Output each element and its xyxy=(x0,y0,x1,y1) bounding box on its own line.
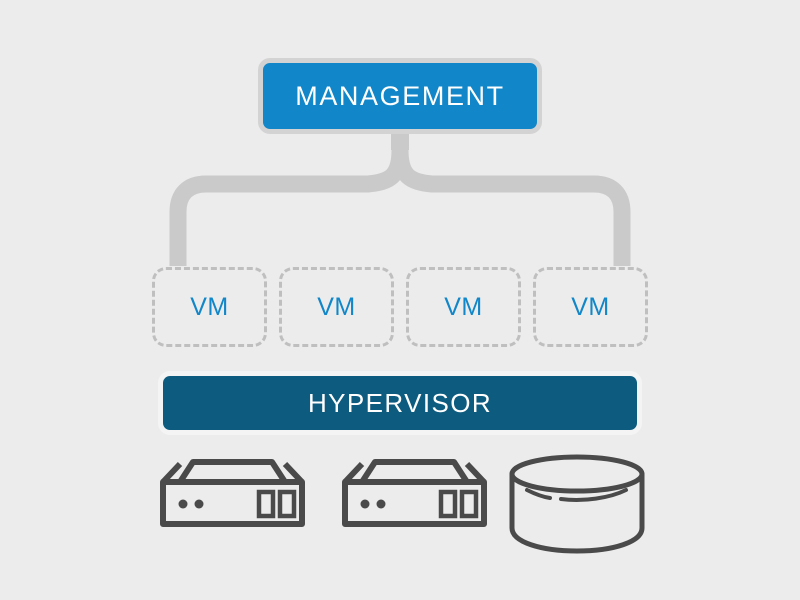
management-to-vm-brace xyxy=(169,134,631,266)
storage-cylinder-icon[interactable] xyxy=(505,452,650,557)
vm-label: VM xyxy=(317,292,356,321)
vm-box-4[interactable]: VM xyxy=(533,267,648,347)
management-label: MANAGEMENT xyxy=(295,80,505,111)
vm-label: VM xyxy=(190,292,229,321)
vm-box-1[interactable]: VM xyxy=(152,267,267,347)
vm-box-3[interactable]: VM xyxy=(406,267,521,347)
vm-label: VM xyxy=(444,292,483,321)
vm-row: VM VM VM VM xyxy=(152,267,648,347)
hypervisor-label: HYPERVISOR xyxy=(307,388,492,418)
hypervisor-box[interactable]: HYPERVISOR xyxy=(158,371,642,435)
server-icon[interactable] xyxy=(337,452,492,532)
hardware-row xyxy=(155,452,650,557)
vm-label: VM xyxy=(571,292,610,321)
server-icon[interactable] xyxy=(155,452,310,532)
management-box[interactable]: MANAGEMENT xyxy=(258,58,542,134)
vm-box-2[interactable]: VM xyxy=(279,267,394,347)
